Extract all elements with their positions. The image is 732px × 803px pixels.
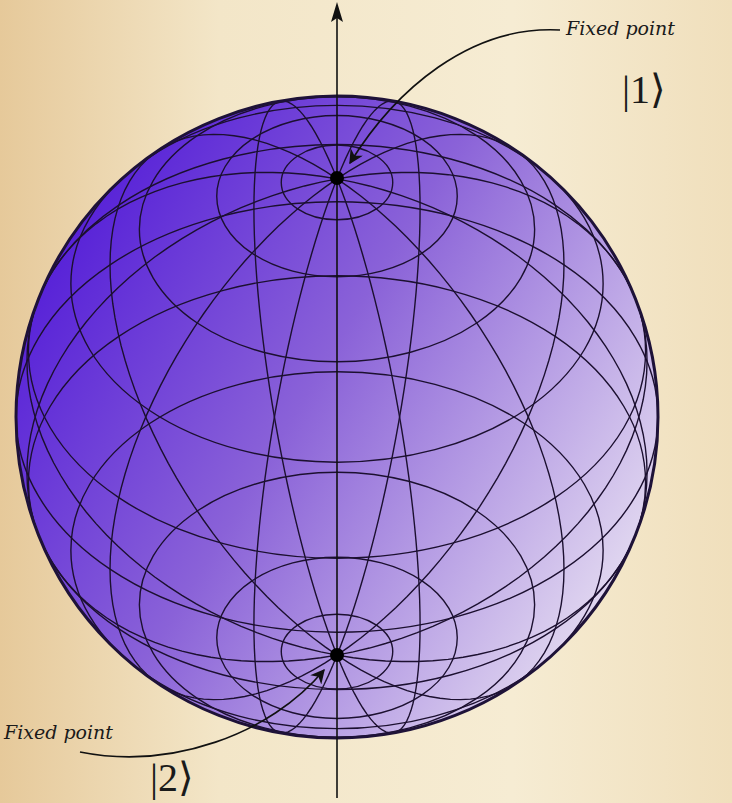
fixed-point-label: Fixed point: [566, 18, 675, 39]
fixed-point-dot: [330, 648, 344, 662]
leader-arrow: [350, 30, 560, 163]
leader-arrow: [80, 670, 324, 757]
axis-line: [336, 6, 338, 798]
fixed-point-dot: [330, 171, 344, 185]
fixed-point-label: Fixed point: [4, 722, 113, 743]
state-label: |1⟩: [622, 68, 666, 112]
axis-arrowhead: [331, 2, 343, 22]
state-label: |2⟩: [150, 756, 194, 800]
